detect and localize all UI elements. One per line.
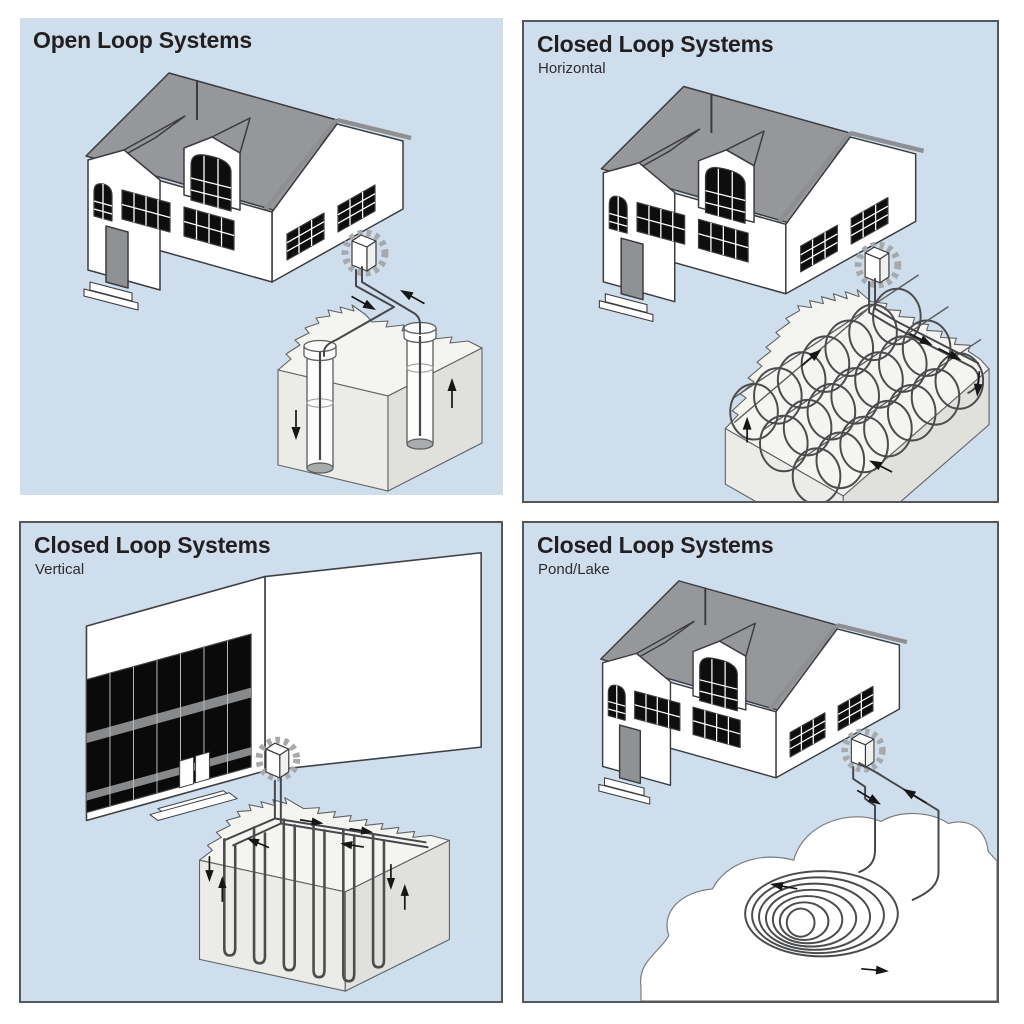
panel-subtitle: Horizontal [538,60,606,77]
flow-arrow [299,817,324,826]
flow-arrow [909,332,933,346]
flow-arrow-down [205,856,214,882]
gear-icon [255,736,301,782]
panel-title: Closed Loop Systems [537,532,774,558]
pipes [852,762,940,901]
entrance-step [149,792,238,822]
pipes [868,277,980,394]
well-water [406,438,434,450]
flow-arrow-return [400,290,425,305]
flow-arrow [801,349,822,367]
house [599,581,907,804]
return-well [403,321,437,450]
supply-well [303,339,337,474]
flow-arrow-return [902,788,928,804]
building-right-wall [264,551,482,772]
flow-arrow [742,416,752,443]
flow-arrow [247,838,270,849]
pond-coil [744,870,899,958]
flow-arrow-up [400,883,409,910]
panel-closed-pond: Closed Loop Systems Pond/Lake [522,521,999,1003]
entrance-door [195,751,210,784]
entrance-door [179,756,195,789]
flow-arrow-down [291,410,301,440]
flow-arrow-down [386,864,396,890]
panel-title: Open Loop Systems [33,27,252,53]
flow-arrow-supply [856,789,881,805]
flow-arrow-up [447,378,457,408]
open-loop-illustration [20,18,483,492]
closed-vertical-illustration [85,551,482,992]
closed-pond-illustration [524,523,997,1001]
flow-arrow [937,347,962,361]
panel-title: Closed Loop Systems [537,31,774,57]
flow-arrow [349,826,374,835]
flow-arrow [973,371,983,397]
pipes [323,266,421,357]
flow-arrow [861,965,889,975]
panel-title: Closed Loop Systems [34,532,271,558]
panel-open-loop: Open Loop Systems [20,18,503,495]
panel-closed-vertical: Closed Loop Systems Vertical [19,521,503,1003]
curtain-band [86,687,252,744]
flow-arrow [869,460,893,473]
curtain-mullions [109,640,228,807]
slinky-coils [729,274,985,501]
flow-arrow [769,881,798,891]
closed-horizontal-illustration [524,22,990,501]
flow-arrow-up [218,876,227,902]
commercial-building [85,551,482,822]
panel-closed-horizontal: Closed Loop Systems Horizontal [522,20,999,503]
panel-subtitle: Pond/Lake [538,561,610,578]
panel-subtitle: Vertical [35,561,85,578]
well-water [306,462,334,474]
flow-arrow [340,841,364,850]
vertical-loops [223,776,429,983]
flow-arrow-supply [351,295,376,310]
